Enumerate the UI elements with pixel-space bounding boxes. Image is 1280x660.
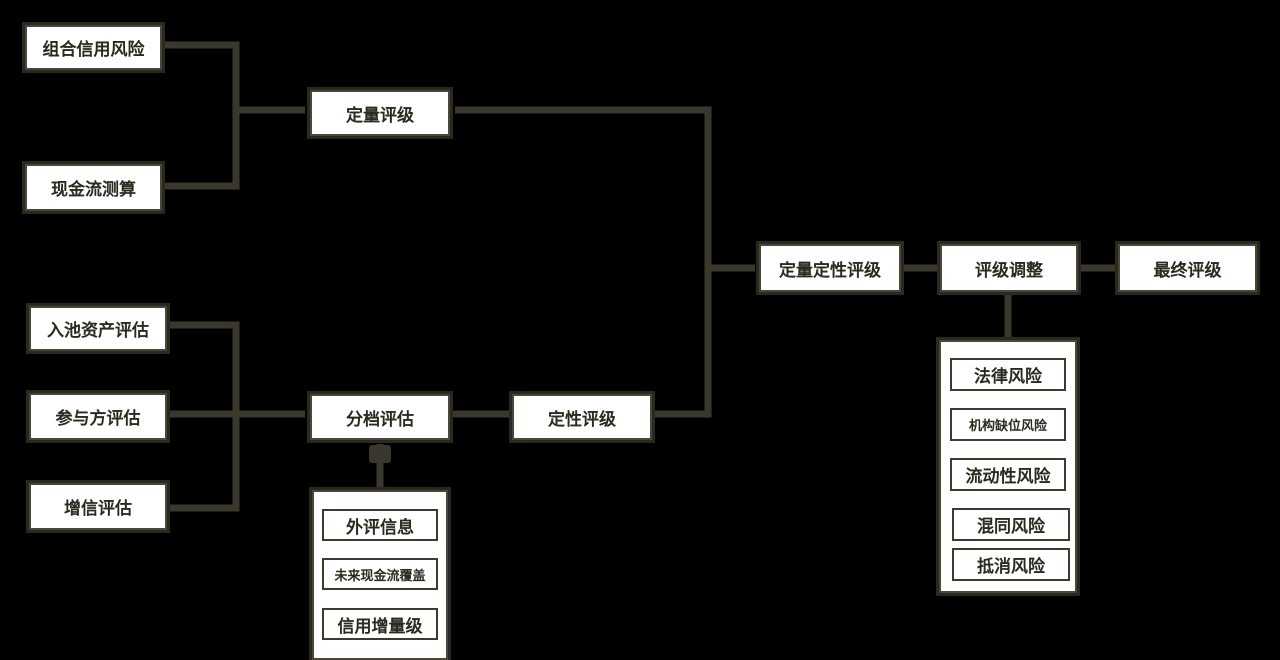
node-combo-credit-risk: 组合信用风险 — [25, 25, 162, 70]
connector-combo-to-quant — [162, 41, 240, 110]
node-participant-eval: 参与方评估 — [29, 393, 167, 440]
tier-factor-panel: 外评信息 未来现金流覆盖 信用增量级 — [312, 490, 448, 660]
adjust-item-liquidity-risk: 流动性风险 — [950, 458, 1066, 491]
connector-pool-to-tier — [167, 321, 240, 414]
adjust-item-offset-risk: 抵消风险 — [952, 548, 1070, 581]
adjust-item-institution-absence-risk: 机构缺位风险 — [950, 408, 1066, 441]
tier-item-future-cash-flow-coverage: 未来现金流覆盖 — [322, 558, 438, 590]
node-cash-flow-calc: 现金流测算 — [25, 164, 162, 211]
node-combined-rating: 定量定性评级 — [759, 244, 901, 292]
tier-item-external-rating: 外评信息 — [322, 509, 438, 541]
node-credit-enhance-eval: 增信评估 — [29, 483, 167, 530]
node-quantitative-rating: 定量评级 — [310, 90, 450, 136]
connector-qual-to-combined — [652, 268, 712, 418]
connector-enhance-to-tier — [167, 414, 240, 512]
node-tiered-eval: 分档评估 — [310, 394, 450, 440]
node-final-rating: 最终评级 — [1118, 244, 1257, 292]
connector-cash-to-quant — [162, 106, 305, 190]
tier-item-credit-enhancement-level: 信用增量级 — [322, 608, 438, 640]
adjust-item-legal-risk: 法律风险 — [950, 358, 1066, 391]
node-pool-asset-eval: 入池资产评估 — [29, 306, 167, 351]
node-qualitative-rating: 定性评级 — [512, 394, 652, 440]
node-rating-adjustment: 评级调整 — [940, 244, 1078, 292]
adjust-item-commingling-risk: 混同风险 — [952, 508, 1070, 541]
connector-quant-to-combined — [455, 106, 755, 272]
connector-joint-tier — [369, 445, 391, 463]
adjustment-factor-panel: 法律风险 机构缺位风险 流动性风险 混同风险 抵消风险 — [939, 340, 1077, 593]
